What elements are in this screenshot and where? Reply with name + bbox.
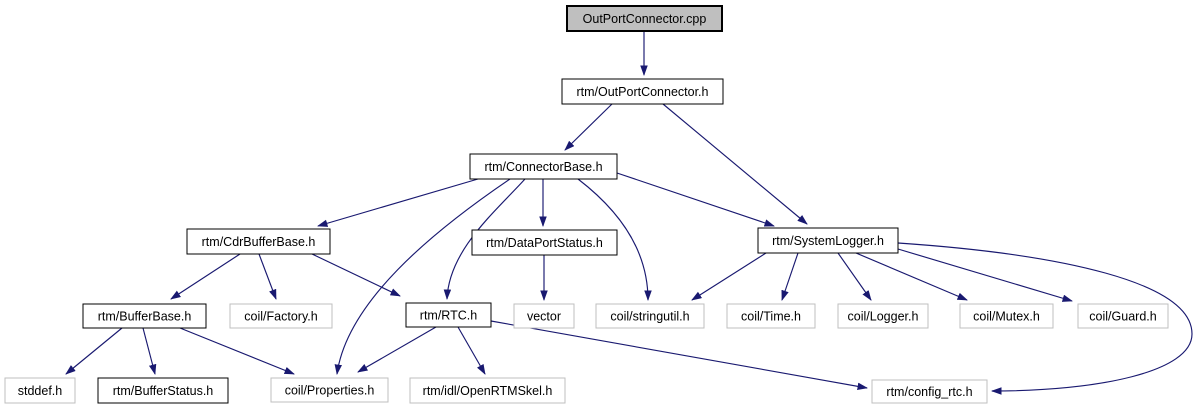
node-label-coil-mutex-h: coil/Mutex.h (973, 310, 1040, 324)
edge-rtm-connectorbase-h-to-coil-properties-h (334, 178, 511, 375)
edge-rtm-systemlogger-h-to-coil-logger-h (837, 252, 872, 301)
node-box-rtm-systemlogger-h[interactable] (757, 227, 899, 254)
node-label-rtm-rtc-h: rtm/RTC.h (420, 309, 477, 323)
edge-rtm-bufferbase-h-to-coil-properties-h (179, 327, 295, 375)
node-box-rtm-dataportstatus-h[interactable] (471, 229, 618, 256)
node-label-rtm-systemlogger-h: rtm/SystemLogger.h (772, 234, 884, 248)
node-box-coil-time-h (726, 303, 816, 329)
node-label-rtm-connectorbase-h: rtm/ConnectorBase.h (484, 160, 602, 174)
edge-rtm-bufferbase-h-to-rtm-bufferstatus-h (142, 327, 157, 375)
edge-rtm-outportconnector-h-to-rtm-connectorbase-h (564, 103, 613, 151)
edge-rtm-rtc-h-to-coil-properties-h (357, 326, 437, 373)
node-box-coil-factory-h (229, 303, 333, 329)
node-label-coil-properties-h: coil/Properties.h (285, 384, 375, 398)
node-coil-properties-h: coil/Properties.h (270, 377, 389, 403)
node-box-outportconnector-cpp (566, 5, 723, 32)
node-label-rtm-bufferbase-h: rtm/BufferBase.h (98, 310, 192, 324)
node-outportconnector-cpp: OutPortConnector.cpp (566, 5, 723, 32)
node-box-coil-stringutil-h (595, 303, 705, 329)
edge-rtm-systemlogger-h-to-coil-mutex-h (855, 252, 968, 301)
node-rtm-systemlogger-h[interactable]: rtm/SystemLogger.h (757, 227, 899, 254)
edge-rtm-cdrbufferbase-h-to-coil-factory-h (258, 253, 277, 300)
node-label-rtm-idl-openrtmskel-h: rtm/idl/OpenRTMSkel.h (423, 384, 553, 398)
edge-rtm-systemlogger-h-to-coil-stringutil-h (691, 252, 767, 301)
node-rtm-bufferstatus-h[interactable]: rtm/BufferStatus.h (97, 377, 229, 404)
edge-rtm-rtc-h-to-rtm-idl-openrtmskel-h (457, 326, 486, 375)
node-coil-logger-h: coil/Logger.h (837, 303, 929, 329)
edge-rtm-systemlogger-h-to-coil-guard-h (897, 248, 1073, 302)
node-box-stddef-h (4, 377, 76, 404)
node-rtm-idl-openrtmskel-h: rtm/idl/OpenRTMSkel.h (409, 377, 566, 404)
node-label-outportconnector-cpp: OutPortConnector.cpp (583, 12, 707, 26)
node-box-coil-mutex-h (959, 303, 1054, 329)
edge-rtm-connectorbase-h-to-rtm-systemlogger-h (616, 172, 775, 227)
node-coil-guard-h: coil/Guard.h (1077, 303, 1169, 329)
node-box-rtm-connectorbase-h[interactable] (469, 153, 618, 180)
edges-layer (65, 31, 1193, 395)
node-box-coil-guard-h (1077, 303, 1169, 329)
node-rtm-outportconnector-h[interactable]: rtm/OutPortConnector.h (561, 78, 724, 105)
edge-rtm-cdrbufferbase-h-to-rtm-rtc-h (311, 253, 401, 297)
node-rtm-rtc-h[interactable]: rtm/RTC.h (405, 302, 492, 328)
node-label-rtm-cdrbufferbase-h: rtm/CdrBufferBase.h (202, 235, 316, 249)
node-box-rtm-cdrbufferbase-h[interactable] (186, 228, 331, 255)
nodes-layer: OutPortConnector.cpp rtm/OutPortConnector… (4, 5, 1169, 404)
node-label-stddef-h: stddef.h (18, 384, 63, 398)
node-label-coil-guard-h: coil/Guard.h (1089, 310, 1156, 324)
node-label-rtm-bufferstatus-h: rtm/BufferStatus.h (113, 384, 214, 398)
edge-rtm-bufferbase-h-to-stddef-h (65, 327, 123, 375)
node-label-rtm-outportconnector-h: rtm/OutPortConnector.h (576, 85, 708, 99)
node-label-coil-logger-h: coil/Logger.h (848, 310, 919, 324)
edge-rtm-connectorbase-h-to-rtm-cdrbufferbase-h (317, 178, 479, 227)
node-box-coil-properties-h (270, 377, 389, 403)
node-rtm-cdrbufferbase-h[interactable]: rtm/CdrBufferBase.h (186, 228, 331, 255)
node-box-vector (513, 303, 575, 329)
node-box-rtm-config-rtc-h (871, 379, 988, 404)
edge-rtm-systemlogger-h-to-coil-time-h (781, 252, 799, 301)
edge-rtm-outportconnector-h-to-rtm-systemlogger-h (662, 103, 808, 225)
node-label-vector: vector (527, 310, 561, 324)
node-rtm-dataportstatus-h[interactable]: rtm/DataPortStatus.h (471, 229, 618, 256)
edge-rtm-systemlogger-h-to-rtm-config-rtc-h (897, 242, 1193, 395)
node-coil-factory-h: coil/Factory.h (229, 303, 333, 329)
node-coil-stringutil-h: coil/stringutil.h (595, 303, 705, 329)
node-coil-time-h: coil/Time.h (726, 303, 816, 329)
node-box-coil-logger-h (837, 303, 929, 329)
node-coil-mutex-h: coil/Mutex.h (959, 303, 1054, 329)
node-label-rtm-dataportstatus-h: rtm/DataPortStatus.h (486, 236, 603, 250)
edge-rtm-connectorbase-h-to-coil-stringutil-h (577, 178, 652, 301)
node-box-rtm-idl-openrtmskel-h (409, 377, 566, 404)
edge-rtm-rtc-h-to-rtm-config-rtc-h (490, 320, 868, 391)
node-box-rtm-bufferbase-h[interactable] (82, 303, 207, 329)
node-rtm-bufferbase-h[interactable]: rtm/BufferBase.h (82, 303, 207, 329)
node-label-coil-factory-h: coil/Factory.h (244, 310, 317, 324)
node-label-coil-stringutil-h: coil/stringutil.h (610, 310, 689, 324)
node-label-rtm-config-rtc-h: rtm/config_rtc.h (886, 385, 972, 399)
node-box-rtm-bufferstatus-h[interactable] (97, 377, 229, 404)
edge-rtm-cdrbufferbase-h-to-rtm-bufferbase-h (170, 253, 241, 300)
node-rtm-connectorbase-h[interactable]: rtm/ConnectorBase.h (469, 153, 618, 180)
node-box-rtm-outportconnector-h[interactable] (561, 78, 724, 105)
node-label-coil-time-h: coil/Time.h (741, 310, 801, 324)
node-rtm-config-rtc-h: rtm/config_rtc.h (871, 379, 988, 404)
node-box-rtm-rtc-h[interactable] (405, 302, 492, 328)
node-stddef-h: stddef.h (4, 377, 76, 404)
node-vector: vector (513, 303, 575, 329)
